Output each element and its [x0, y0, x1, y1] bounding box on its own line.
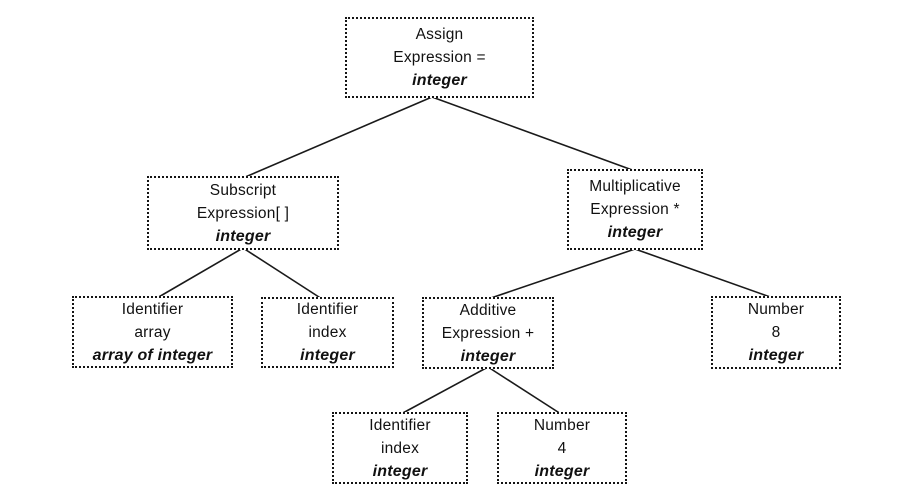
node-detail: array — [134, 323, 171, 341]
node-label: Additive — [459, 301, 517, 319]
edge-multiplicative-additive — [487, 248, 636, 300]
edge-assign-subscript — [242, 96, 433, 179]
node-label: Number — [747, 301, 805, 318]
tree-node-identifier-index-2: Identifier index integer — [332, 412, 468, 484]
node-label: Identifier — [369, 416, 431, 434]
edge-additive-number-4 — [487, 366, 562, 415]
node-detail: Expression[ ] — [196, 204, 290, 222]
node-detail: index — [308, 324, 347, 341]
node-label: Subscript — [209, 181, 277, 199]
edge-assign-multiplicative — [431, 96, 636, 172]
node-type: integer — [372, 462, 428, 480]
node-detail: 4 — [557, 439, 567, 457]
tree-node-number-8: Number 8 integer — [711, 296, 841, 369]
tree-node-identifier-index: Identifier index integer — [261, 297, 394, 368]
node-detail: index — [380, 439, 420, 457]
node-label: Multiplicative — [589, 178, 681, 195]
tree-node-subscript: Subscript Expression[ ] integer — [147, 176, 339, 250]
tree-node-additive: Additive Expression + integer — [422, 297, 554, 369]
node-detail: 8 — [771, 324, 781, 341]
node-detail: Expression * — [590, 201, 680, 218]
edge-subscript-identifier-index — [242, 247, 323, 300]
node-type: integer — [534, 462, 590, 480]
node-label: Identifier — [121, 300, 184, 318]
tree-node-multiplicative: Multiplicative Expression * integer — [567, 169, 703, 250]
node-type: integer — [215, 227, 271, 245]
node-label: Assign — [415, 26, 464, 43]
node-type: integer — [460, 347, 516, 365]
tree-node-assign: Assign Expression = integer — [345, 17, 534, 98]
edge-additive-identifier-index-2 — [400, 366, 489, 415]
node-label: Number — [533, 416, 591, 434]
node-type: integer — [412, 72, 467, 89]
node-label: Identifier — [296, 301, 359, 318]
node-type: integer — [748, 347, 804, 364]
node-type: integer — [300, 347, 355, 364]
node-detail: Expression = — [393, 49, 486, 66]
node-type: array of integer — [92, 346, 213, 364]
edge-subscript-identifier-array — [156, 247, 244, 299]
tree-node-number-4: Number 4 integer — [497, 412, 627, 484]
node-detail: Expression + — [441, 324, 535, 342]
node-type: integer — [607, 224, 663, 241]
tree-node-identifier-array: Identifier array array of integer — [72, 296, 233, 368]
edge-multiplicative-number-8 — [634, 248, 774, 299]
